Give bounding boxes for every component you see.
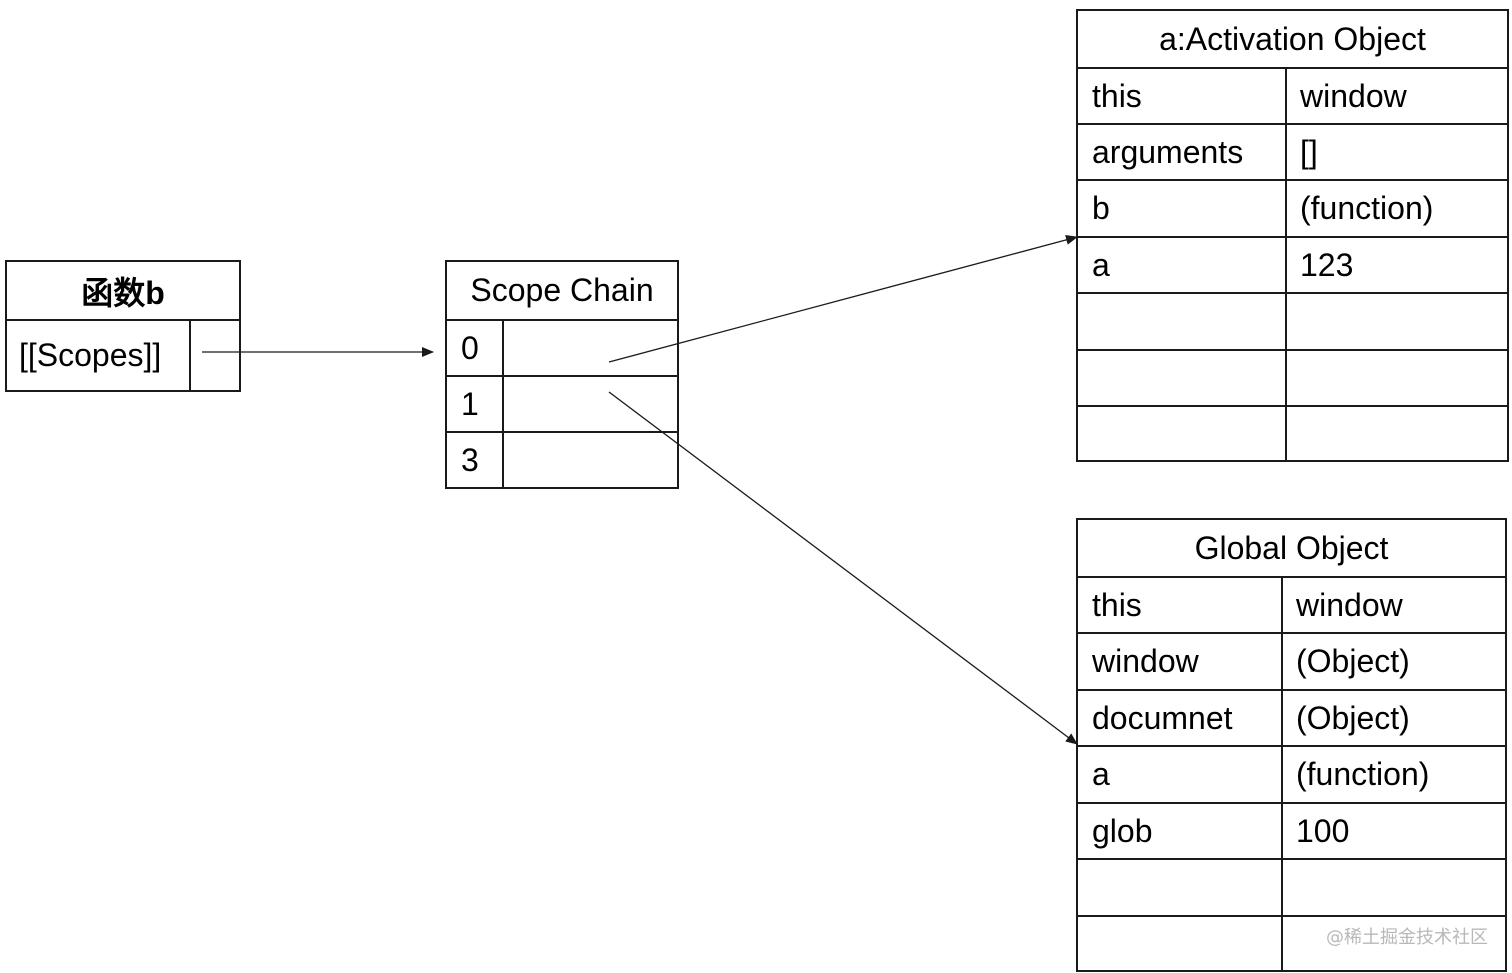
divider — [1078, 405, 1507, 407]
divider — [1078, 858, 1505, 860]
activation-key: b — [1092, 190, 1110, 226]
divider — [1078, 632, 1505, 634]
divider — [7, 319, 239, 321]
global-value: (function) — [1296, 756, 1430, 792]
divider — [1078, 576, 1505, 578]
global-value: 100 — [1296, 812, 1350, 849]
global-key: a — [1092, 756, 1110, 792]
scope-chain-index: 1 — [461, 385, 479, 422]
divider — [1078, 689, 1505, 691]
global-value: window — [1296, 586, 1403, 623]
global-value: (Object) — [1296, 643, 1410, 679]
activation-value: [] — [1300, 133, 1318, 170]
global-key: glob — [1092, 812, 1153, 849]
divider — [189, 319, 191, 390]
activation-key: arguments — [1092, 133, 1244, 170]
divider — [1285, 67, 1287, 460]
function-box-title: 函数b — [81, 274, 165, 311]
scope-chain-index: 0 — [461, 329, 479, 366]
divider — [1078, 123, 1507, 125]
divider — [1078, 349, 1507, 351]
global-key: this — [1092, 586, 1142, 623]
global-object-title: Global Object — [1194, 529, 1389, 566]
scope-1-to-global-arrow — [608, 391, 1078, 745]
scopes-label: [[Scopes]] — [19, 337, 162, 373]
activation-object-table: a:Activation Object this window argument… — [1076, 9, 1509, 462]
activation-key: this — [1092, 77, 1142, 114]
scope-chain-title: Scope Chain — [470, 272, 654, 308]
activation-key: a — [1092, 246, 1110, 283]
scope-0-to-activation-arrow — [608, 235, 1078, 363]
global-value: (Object) — [1296, 699, 1410, 736]
divider — [1078, 179, 1507, 181]
divider — [502, 319, 504, 487]
activation-object-title: a:Activation Object — [1159, 20, 1426, 57]
divider — [1078, 292, 1507, 294]
divider — [1078, 915, 1505, 917]
function-box: 函数b [[Scopes]] — [5, 260, 241, 392]
global-key: window — [1092, 643, 1199, 679]
global-key: documnet — [1092, 699, 1233, 736]
divider — [447, 431, 677, 433]
divider — [1078, 236, 1507, 238]
watermark: @稀土掘金技术社区 — [1326, 927, 1488, 948]
activation-value: (function) — [1300, 190, 1434, 226]
divider — [1078, 67, 1507, 69]
divider — [1078, 802, 1505, 804]
divider — [447, 375, 677, 377]
activation-value: 123 — [1300, 246, 1354, 283]
scope-chain-box: Scope Chain 0 1 3 — [445, 260, 679, 489]
divider — [1281, 576, 1283, 970]
divider — [1078, 745, 1505, 747]
global-object-table: Global Object this window window (Object… — [1076, 518, 1507, 972]
divider — [447, 319, 677, 321]
scope-chain-index: 3 — [461, 441, 479, 478]
activation-value: window — [1300, 77, 1407, 114]
